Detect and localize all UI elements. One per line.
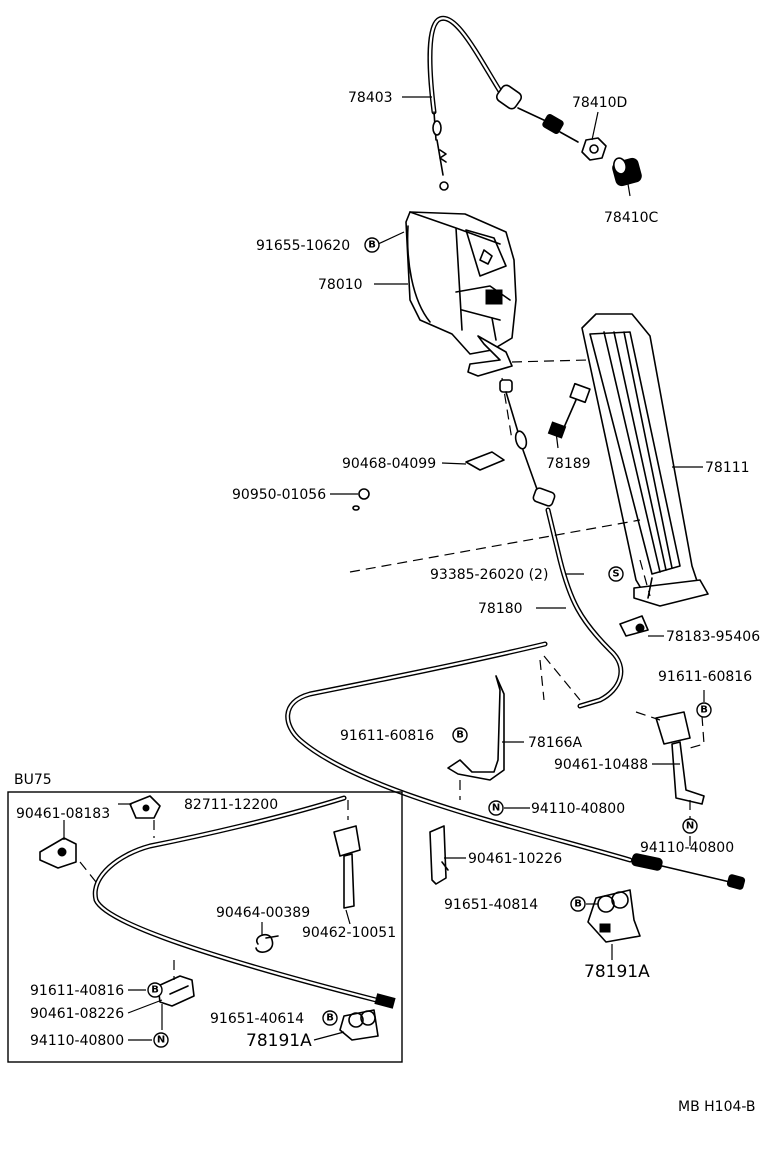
diagram-code: MB H104-B: [678, 1099, 756, 1115]
nut-symbol-94110-40800-a: N: [488, 800, 504, 816]
nut-symbol-94110-40800-c: N: [153, 1032, 169, 1048]
clamp-90461-10488: [655, 711, 705, 805]
label-91655-10620: 91655-10620: [256, 238, 350, 254]
bolt-symbol-91611-60816-a: B: [696, 702, 712, 718]
label-90461-08183: 90461-08183: [16, 806, 110, 822]
label-90464-00389: 90464-00389: [216, 905, 310, 921]
label-90462-10051: 90462-10051: [302, 925, 396, 941]
label-90461-10226: 90461-10226: [468, 851, 562, 867]
svg-text:N: N: [492, 803, 500, 814]
leader-lines: [63, 96, 705, 1041]
inset-bu75-parts: [39, 795, 396, 1041]
bolt-symbol-91611-40816: B: [147, 982, 163, 998]
svg-text:B: B: [326, 1013, 334, 1024]
label-90461-08226: 90461-08226: [30, 1006, 124, 1022]
cable-78180: [285, 379, 746, 890]
label-93385-26020: 93385-26020 (2): [430, 567, 548, 583]
svg-text:N: N: [157, 1035, 165, 1046]
label-94110-40800-b: 94110-40800: [640, 840, 734, 856]
label-78403: 78403: [348, 90, 393, 106]
bolt-symbol-91651-40614: B: [322, 1010, 338, 1026]
label-78180: 78180: [478, 601, 523, 617]
bolt-symbol-91655-10620: B: [364, 237, 380, 253]
svg-text:S: S: [612, 569, 619, 580]
label-91651-40614: 91651-40614: [210, 1011, 304, 1027]
screw-symbol-93385-26020: S: [608, 566, 624, 582]
label-78183-95406: 78183-95406: [666, 629, 760, 645]
nut-symbol-94110-40800-b: N: [682, 818, 698, 834]
clip-78166A: [447, 675, 505, 781]
bracket-78010: [405, 211, 517, 377]
svg-text:B: B: [151, 985, 159, 996]
label-78410C: 78410C: [604, 210, 659, 226]
clip-90468-04099: [465, 451, 505, 471]
bolt-78189: [547, 382, 591, 439]
label-78191A-right: 78191A: [584, 962, 650, 982]
bolt-symbol-91611-60816-b: B: [452, 727, 468, 743]
bolt-symbol-91651-40814: B: [570, 896, 586, 912]
label-91611-40816: 91611-40816: [30, 983, 124, 999]
stopper-78183-95406: [619, 615, 649, 637]
label-78189: 78189: [546, 456, 591, 472]
label-90468-04099: 90468-04099: [342, 456, 436, 472]
clamp-90461-10226: [429, 825, 449, 885]
inset-title: BU75: [14, 772, 52, 788]
label-91611-60816-a: 91611-60816: [658, 669, 752, 685]
svg-text:N: N: [686, 821, 694, 832]
label-78191A-inset: 78191A: [246, 1031, 312, 1051]
inset-bu75: [7, 791, 403, 1063]
nut-78410D: [581, 137, 607, 161]
cap-78410C: [612, 157, 642, 187]
cable-78403: [427, 15, 579, 191]
label-94110-40800-a: 94110-40800: [531, 801, 625, 817]
label-78166A: 78166A: [528, 735, 583, 751]
svg-text:B: B: [456, 730, 464, 741]
svg-text:B: B: [368, 240, 376, 251]
svg-text:B: B: [700, 705, 708, 716]
grommet-90950-01056: [352, 488, 370, 511]
clamp-78191A-right: [587, 889, 641, 943]
label-78410D: 78410D: [572, 95, 627, 111]
label-91611-60816-b: 91611-60816: [340, 728, 434, 744]
label-90950-01056: 90950-01056: [232, 487, 326, 503]
pedal-78111: [581, 313, 709, 607]
label-90461-10488: 90461-10488: [554, 757, 648, 773]
label-78010: 78010: [318, 277, 363, 293]
svg-text:B: B: [574, 899, 582, 910]
label-82711-12200: 82711-12200: [184, 797, 278, 813]
label-78111: 78111: [705, 460, 750, 476]
label-91651-40814: 91651-40814: [444, 897, 538, 913]
label-94110-40800-c: 94110-40800: [30, 1033, 124, 1049]
